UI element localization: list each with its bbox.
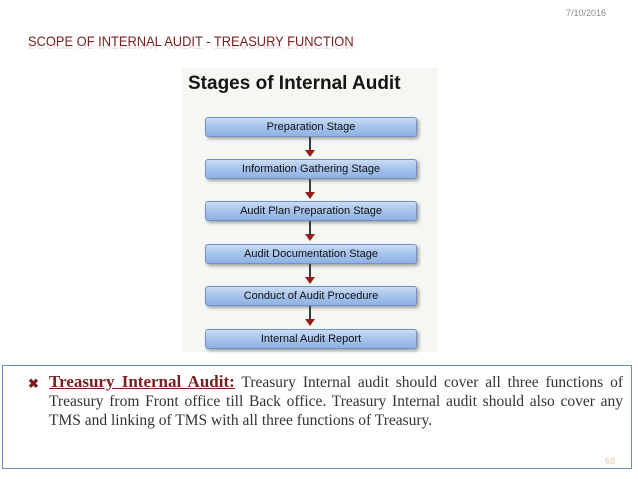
stage-box: Audit Documentation Stage (205, 244, 417, 264)
slide-title: SCOPE OF INTERNAL AUDIT - TREASURY FUNCT… (28, 33, 354, 49)
figure-title: Stages of Internal Audit (188, 73, 401, 94)
down-arrow-icon (305, 264, 315, 284)
bullet-lead: Treasury Internal Audit: (49, 372, 235, 391)
page-number: 68 (604, 456, 615, 466)
bullet-paragraph: Treasury Internal Audit: Treasury Intern… (49, 372, 623, 430)
stage-box: Audit Plan Preparation Stage (205, 201, 417, 221)
stage-box: Internal Audit Report (205, 329, 417, 349)
cross-bullet-icon: ✖ (28, 376, 39, 391)
stage-box: Conduct of Audit Procedure (205, 286, 417, 306)
audit-stages-figure: Stages of Internal Audit Preparation Sta… (182, 68, 438, 352)
slide-date: 7/10/2016 (565, 8, 606, 18)
bullet-text: Treasury Internal audit should cover all… (49, 374, 623, 429)
slide-title-reflection: SCOPE OF INTERNAL AUDIT - TREASURY FUNCT… (28, 45, 354, 51)
down-arrow-icon (305, 306, 315, 326)
down-arrow-icon (305, 221, 315, 241)
stage-box: Preparation Stage (205, 117, 417, 137)
down-arrow-icon (305, 179, 315, 199)
content-textbox: ✖ Treasury Internal Audit: Treasury Inte… (2, 365, 632, 469)
down-arrow-icon (305, 137, 315, 157)
stage-box: Information Gathering Stage (205, 159, 417, 179)
